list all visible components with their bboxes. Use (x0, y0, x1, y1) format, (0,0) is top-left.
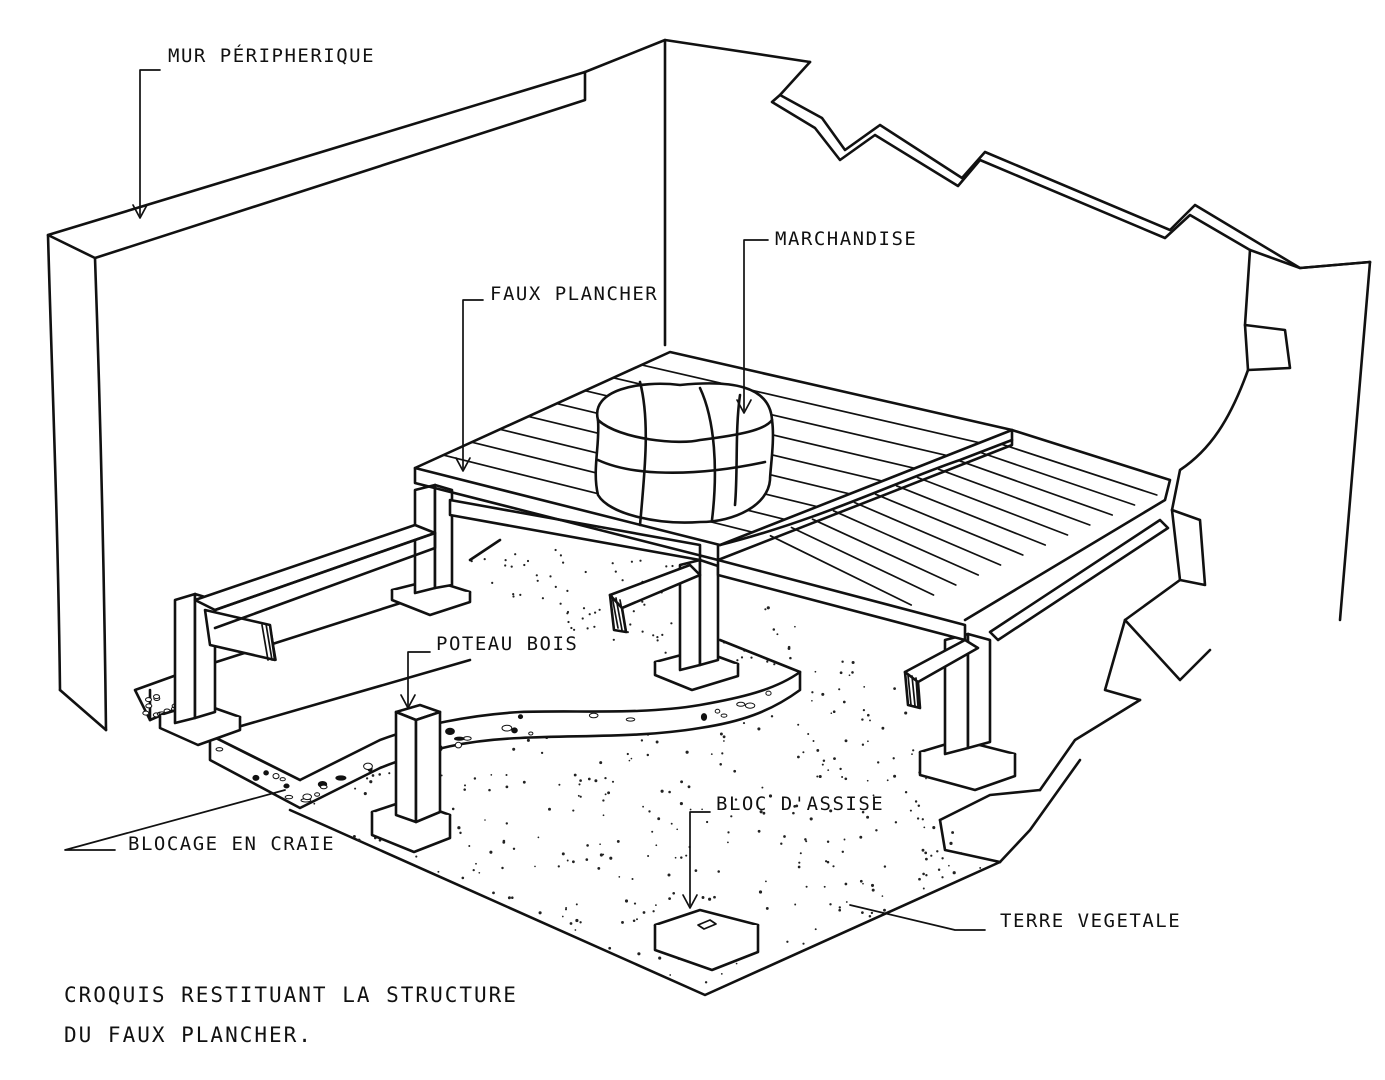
leader-lines (64, 69, 986, 931)
chalk-blocking (133, 538, 802, 810)
caption-line-2: DU FAUX PLANCHER. (64, 1023, 313, 1047)
label-marchandise: MARCHANDISE (775, 228, 917, 250)
base-edge (183, 598, 412, 674)
ground-plane (288, 548, 1002, 997)
open-joists (718, 428, 1172, 622)
joist-lines (769, 443, 1158, 606)
perimeter-wall (46, 38, 1372, 864)
annotations: MUR PÉRIPHERIQUE MARCHANDISE FAUX PLANCH… (64, 44, 1181, 1047)
structure-posts (158, 483, 1017, 972)
caption-line-1: CROQUIS RESTITUANT LA STRUCTURE (64, 983, 518, 1007)
beams (193, 498, 1170, 710)
marchandise-bale (594, 380, 775, 527)
label-faux-plancher: FAUX PLANCHER (490, 283, 658, 305)
label-blocage-en-craie: BLOCAGE EN CRAIE (128, 833, 335, 855)
label-terre-vegetale: TERRE VEGETALE (1000, 910, 1181, 932)
label-poteau-bois: POTEAU BOIS (436, 633, 578, 655)
label-mur-peripherique: MUR PÉRIPHERIQUE (168, 44, 375, 67)
soil-stipple (303, 548, 982, 984)
label-bloc-dassise: BLOC D'ASSISE (716, 793, 884, 815)
